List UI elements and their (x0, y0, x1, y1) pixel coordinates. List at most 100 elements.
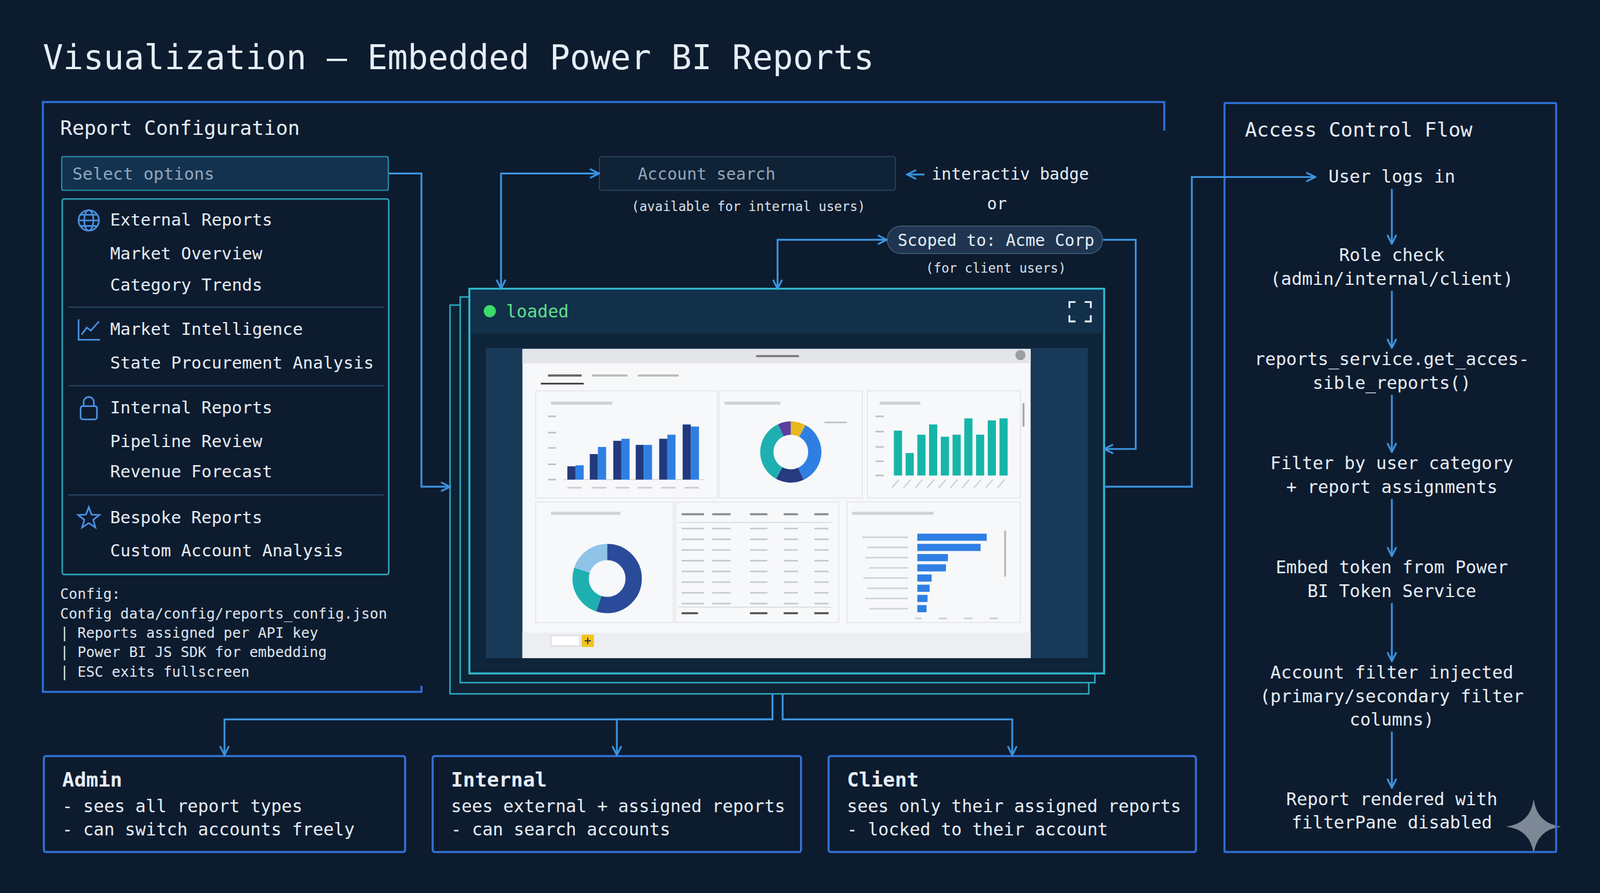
report-screenshot (540, 383, 584, 385)
report-screenshot (567, 466, 576, 480)
report-frame-stack (450, 305, 1089, 695)
report-screenshot (535, 390, 1021, 623)
connector (1102, 239, 1136, 449)
connector (1390, 290, 1393, 348)
report-frame-stack (485, 347, 1088, 659)
report-screenshot (613, 440, 622, 480)
report-screenshot (712, 528, 731, 604)
report-frame-stack (450, 288, 1105, 695)
report-screenshot (547, 416, 884, 480)
node-text: reports_service.get_acces- sible_reports… (1248, 347, 1535, 395)
report-screenshot (575, 465, 584, 480)
role-box: Admin- sees all report types- can switch… (43, 755, 407, 853)
node-text: - can switch accounts freely (62, 818, 355, 842)
report-screenshot (581, 634, 594, 648)
report-screenshot (1022, 402, 1025, 427)
report-screenshot (915, 617, 998, 620)
report-screenshot (999, 418, 1008, 476)
report-screenshot (893, 430, 902, 476)
node-text: Role check (admin/internal/client) (1259, 243, 1525, 291)
panel-outline (43, 102, 1165, 692)
report-frame-stack (1069, 302, 1091, 322)
report-frame: loaded (450, 288, 1105, 695)
role-box: Clientsees only their assigned reports- … (827, 755, 1197, 853)
dropdown: Select options (61, 156, 389, 192)
lock-icon (80, 397, 98, 420)
report-screenshot (917, 594, 928, 602)
report-screenshot (905, 452, 914, 476)
node-text: Admin (62, 768, 123, 794)
report-screenshot (678, 522, 832, 608)
node-text: Account search (637, 164, 776, 185)
node-text: Report rendered with filterPane disabled (1281, 787, 1502, 835)
report-screenshot (987, 420, 996, 476)
list-separator (68, 306, 384, 495)
report-screenshot (667, 434, 676, 480)
chart-icon (81, 321, 99, 335)
report-screenshot (766, 427, 815, 476)
report-screenshot (551, 402, 934, 514)
report-screenshot (847, 502, 1021, 623)
node-text: sees external + assigned reports (451, 794, 786, 818)
report-section: Bespoke ReportsCustom Account Analysis (63, 497, 388, 574)
node-text: Select options (72, 163, 215, 187)
report-screenshot (964, 418, 973, 476)
report-screenshot (917, 574, 932, 582)
report-screenshot (766, 427, 815, 476)
report-section: Internal ReportsPipeline ReviewRevenue F… (63, 387, 388, 495)
report-screenshot (893, 418, 1008, 476)
report-screenshot (584, 637, 592, 645)
report-screenshot (719, 390, 863, 498)
report-section: External ReportsMarket OverviewCategory … (63, 201, 388, 308)
report-screenshot (929, 424, 938, 476)
chart-icon (78, 319, 100, 340)
report-screenshot (766, 427, 815, 476)
globe-icon (78, 210, 99, 231)
report-frame-stack (483, 305, 496, 318)
report-screenshot (551, 635, 580, 646)
chart-icon (78, 319, 100, 340)
node-text: | Reports assigned per API key (60, 622, 319, 642)
node-text: - sees all report types (62, 794, 303, 818)
node-text: Market Intelligence (110, 318, 303, 342)
report-screenshot (591, 374, 679, 377)
node-text: Bespoke Reports (110, 506, 263, 530)
globe-icon (78, 214, 99, 226)
flow-step: Filter by user category + report assignm… (1264, 452, 1520, 500)
connector (616, 693, 773, 755)
star-icon (77, 506, 100, 528)
report-screenshot (940, 436, 949, 476)
scope-badge: Scoped to: Acme Corp(for client users) (886, 225, 1103, 255)
report-screenshot (814, 528, 830, 604)
report-screenshot (682, 424, 691, 480)
report-screenshot (917, 533, 987, 541)
connector (1104, 177, 1316, 488)
report-screenshot (917, 605, 927, 613)
node-text: Internal (451, 768, 548, 794)
connector (1390, 498, 1393, 556)
node-text: Report Configuration (60, 116, 300, 141)
report-screenshot (675, 502, 839, 623)
connector (1390, 602, 1393, 662)
report-screenshot (952, 434, 961, 476)
report-screenshot (659, 438, 668, 480)
node-text: Category Trends (110, 274, 263, 298)
flow-step: Report rendered with filterPane disabled (1281, 787, 1502, 835)
report-screenshot (690, 426, 699, 480)
node-text: External Reports (110, 209, 273, 232)
node-text: (for client users) (887, 260, 1105, 277)
flow-step: Account filter injected (primary/seconda… (1256, 661, 1527, 732)
report-screenshot (635, 444, 644, 480)
node-text: Custom Account Analysis (110, 539, 344, 563)
report-screenshot (766, 427, 815, 476)
config-panel: Report ConfigurationConfig:Config data/c… (43, 102, 422, 692)
node-text: - can search accounts (451, 818, 671, 842)
connector (782, 693, 1013, 755)
node-text: Revenue Forecast (110, 461, 273, 484)
report-screenshot (1004, 530, 1007, 577)
lock-icon (83, 397, 95, 407)
report-screenshot (597, 447, 606, 480)
leader-arrow (906, 173, 925, 176)
node-text: State Procurement Analysis (110, 352, 374, 375)
connector (1390, 188, 1393, 245)
